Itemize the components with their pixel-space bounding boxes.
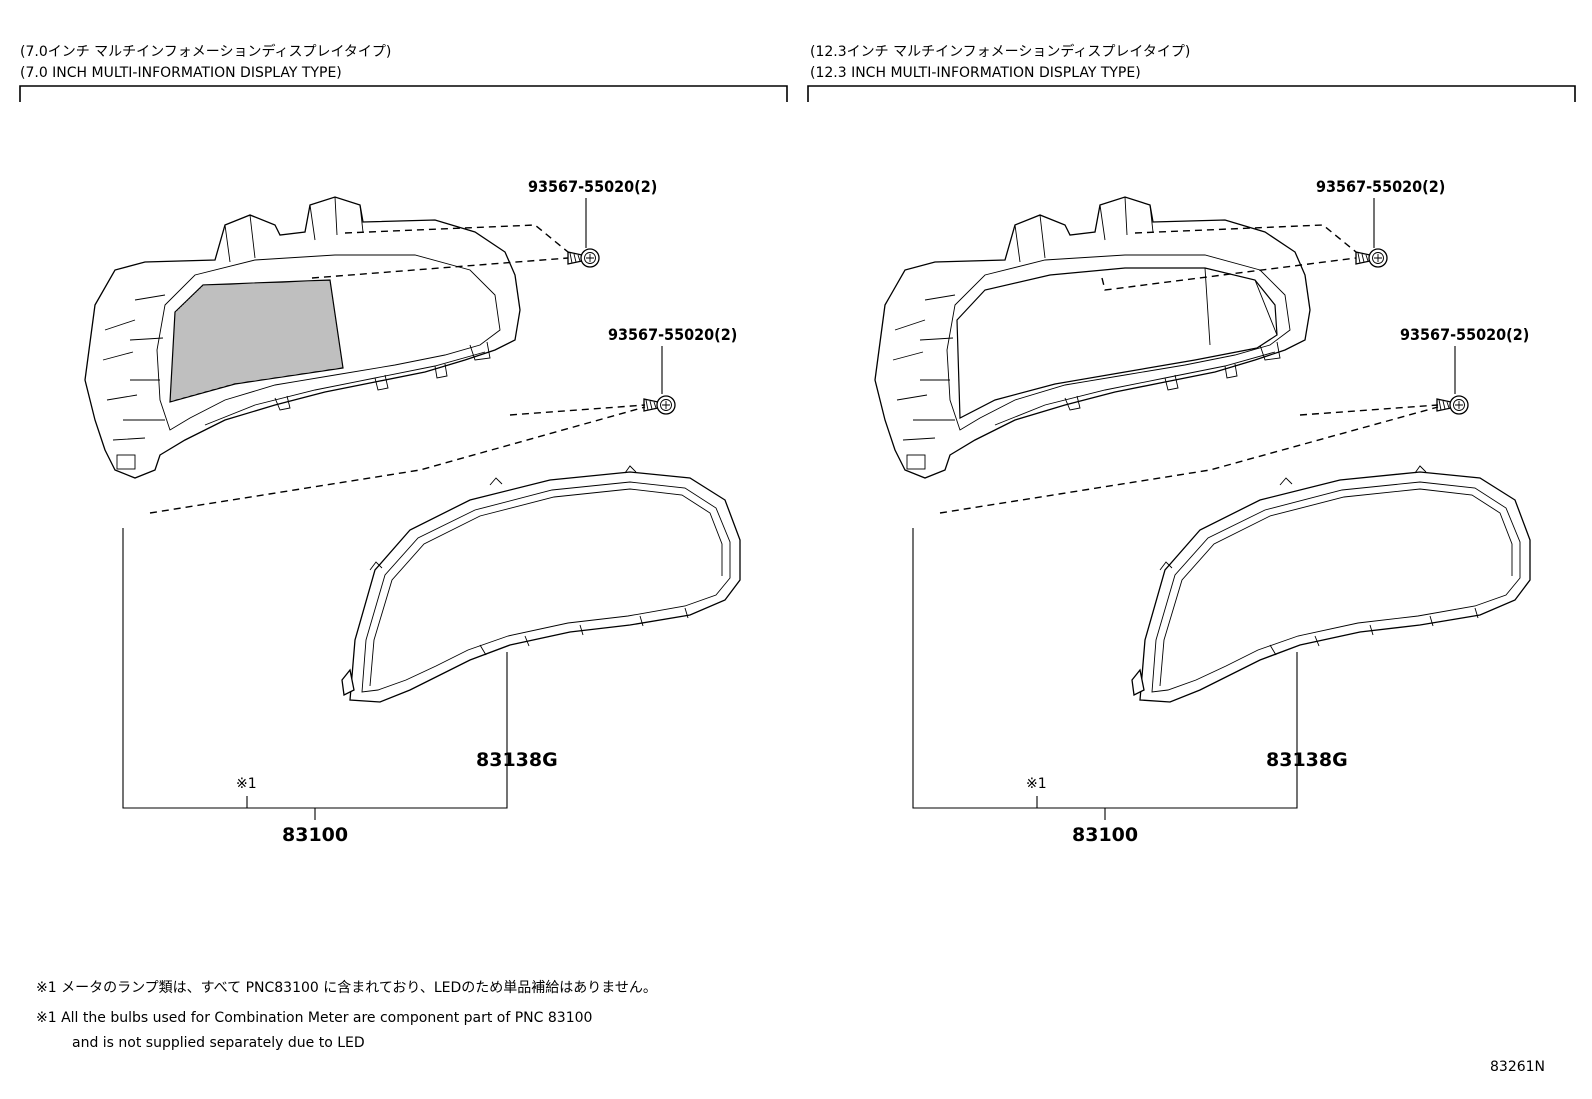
footnote-en-line2: and is not supplied separately due to LE… — [72, 1035, 365, 1051]
part-number-screw-lower: 93567-55020(2) — [1400, 325, 1529, 344]
dash-lower-a — [1299, 404, 1439, 416]
part-number-screw-upper: 93567-55020(2) — [528, 177, 657, 196]
part-number-lens: 83138G — [1266, 749, 1348, 771]
dash-upper-b — [311, 257, 569, 279]
part-number-assembly: 83100 — [1072, 824, 1138, 846]
footnote-jp: ※1 メータのランプ類は、すべて PNC83100 に含まれており、LEDのため… — [36, 980, 657, 996]
dash-upper-b — [1101, 257, 1357, 291]
meter-housing — [874, 196, 1311, 479]
note-mark: ※1 — [1026, 776, 1047, 792]
lens-glass — [341, 465, 741, 703]
section-title-jp: (12.3インチ マルチインフォメーションディスプレイタイプ) — [810, 43, 1190, 60]
dash-lower-a — [509, 404, 646, 416]
dash-upper-a — [344, 224, 569, 253]
part-number-screw-upper: 93567-55020(2) — [1316, 177, 1445, 196]
screw-lower — [1436, 395, 1469, 415]
display-screen — [169, 279, 344, 403]
note-mark: ※1 — [236, 776, 257, 792]
section-bracket — [807, 85, 1576, 102]
section-12inch: (12.3インチ マルチインフォメーションディスプレイタイプ) (12.3 IN… — [807, 43, 1576, 846]
part-number-screw-lower: 93567-55020(2) — [608, 325, 737, 344]
part-number-assembly: 83100 — [282, 824, 348, 846]
dash-upper-a — [1134, 224, 1357, 253]
part-number-lens: 83138G — [476, 749, 558, 771]
section-title-en: (7.0 INCH MULTI-INFORMATION DISPLAY TYPE… — [20, 65, 342, 81]
meter-housing — [84, 196, 521, 479]
screw-upper — [567, 248, 600, 268]
diagram-reference: 83261N — [1490, 1059, 1545, 1075]
section-bracket — [19, 85, 788, 102]
section-title-en: (12.3 INCH MULTI-INFORMATION DISPLAY TYP… — [810, 65, 1141, 81]
screw-upper — [1355, 248, 1388, 268]
section-7inch: (7.0インチ マルチインフォメーションディスプレイタイプ) (7.0 INCH… — [19, 43, 788, 846]
display-screen — [956, 267, 1278, 419]
footnote-en-line1: ※1 All the bulbs used for Combination Me… — [36, 1010, 592, 1026]
section-title-jp: (7.0インチ マルチインフォメーションディスプレイタイプ) — [20, 43, 391, 60]
screw-lower — [643, 395, 676, 415]
lens-glass — [1131, 465, 1531, 703]
